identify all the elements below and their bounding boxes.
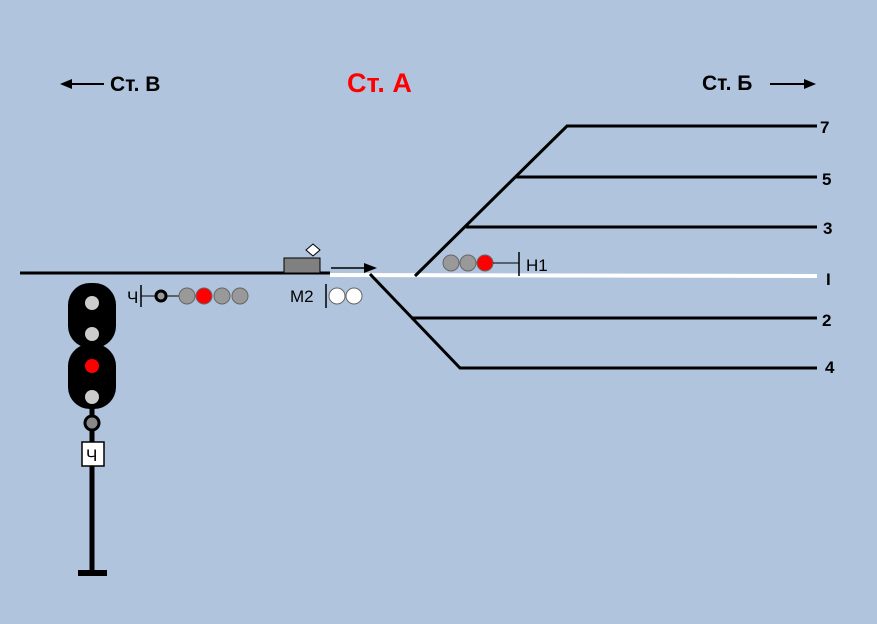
mast-plate — [81, 441, 105, 467]
station-v-label: Ст. В — [110, 73, 160, 96]
signal-n1-lamp-1 — [442, 254, 460, 272]
signal-m2-white-lamp-2 — [345, 287, 363, 305]
signal-m2: М2 — [290, 284, 363, 308]
mast-head-upper — [68, 283, 116, 348]
station-b-label: Ст. Б — [702, 72, 752, 95]
signal-ch-ring-lamp — [154, 289, 168, 303]
signal-ch-label: Ч — [127, 288, 138, 307]
signal-ch-lamp-3 — [213, 287, 231, 305]
mast-red-lamp — [85, 359, 99, 373]
direction-arrowhead-icon — [364, 263, 377, 273]
mast-lamp-4 — [85, 390, 99, 404]
right-arrowhead-icon — [804, 79, 816, 89]
pantograph-icon — [305, 243, 321, 257]
mast-signal-ch: Ч — [68, 283, 116, 576]
signal-ch-lamp-1 — [178, 287, 196, 305]
signal-n1-lamp-2 — [459, 254, 477, 272]
route-track-main-i — [329, 273, 818, 278]
signal-n1-label: Н1 — [526, 256, 548, 275]
train — [283, 243, 321, 274]
signal-ch-lamp-4 — [231, 287, 249, 305]
signal-ch-red-lamp — [195, 287, 213, 305]
mast-base — [78, 570, 107, 576]
train-car — [283, 257, 321, 274]
mast-head-lower — [68, 344, 116, 409]
track-number-i: I — [826, 270, 831, 289]
mast-lamp-2 — [85, 327, 99, 341]
mast-plate-label: Ч — [86, 446, 97, 465]
header-left: Ст. В — [60, 73, 160, 96]
signal-m2-white-lamp-1 — [328, 287, 346, 305]
track-number-5: 5 — [822, 170, 831, 189]
signal-n1: Н1 — [442, 252, 548, 276]
track-number-7: 7 — [820, 118, 829, 137]
track-7 — [413, 124, 817, 278]
track-number-3: 3 — [823, 219, 832, 238]
station-a-title: Ст. А — [347, 68, 412, 98]
signal-ch-small: Ч — [127, 285, 249, 307]
signal-m2-label: М2 — [290, 287, 314, 306]
track-number-4: 4 — [825, 358, 835, 377]
left-arrowhead-icon — [60, 79, 72, 89]
signal-n1-red-lamp — [476, 254, 494, 272]
mast-ring-lamp — [83, 414, 101, 432]
header-right: Ст. Б — [702, 72, 816, 95]
track-number-2: 2 — [822, 311, 831, 330]
mast-lamp-1 — [85, 296, 99, 310]
track-4 — [368, 272, 817, 370]
